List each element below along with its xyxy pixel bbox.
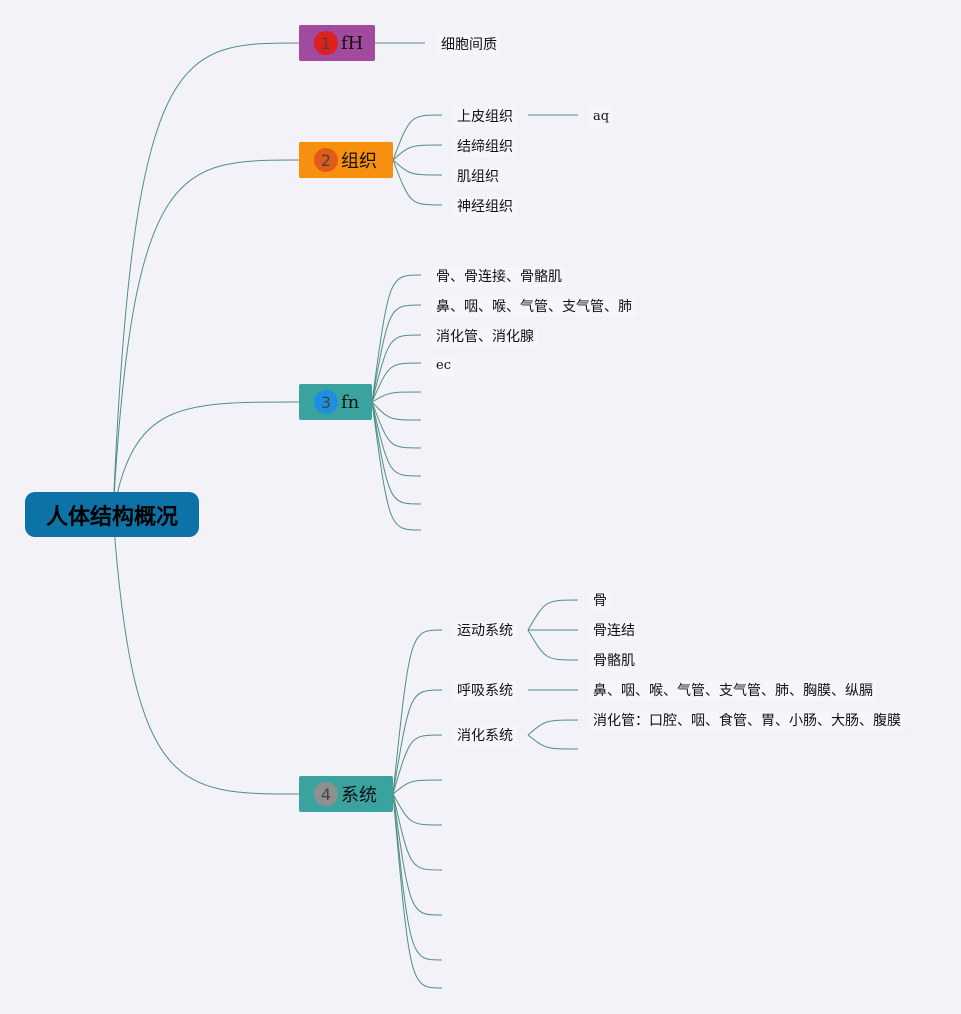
topic-b2-0-0[interactable]: aq [589, 107, 614, 127]
connector-b4-7 [392, 793, 443, 961]
connector-b4-6 [392, 793, 443, 916]
connector-b2-3 [392, 159, 443, 206]
root-node-label: 人体结构概况 [45, 504, 178, 530]
priority-3-icon: 3 [314, 390, 338, 414]
connector-root-b1 [112, 42, 300, 515]
connector-root-b3 [112, 401, 300, 515]
priority-2-icon: 2 [314, 148, 338, 172]
connector-b4-5 [392, 793, 443, 871]
connector-b4-0-0 [527, 599, 579, 631]
topic-b4-1-0[interactable]: 鼻、咽、喉、气管、支气管、肺、胸膜、纵膈 [589, 681, 877, 701]
priority-1-icon: 1 [314, 31, 338, 55]
connector-b4-2-1 [527, 734, 579, 750]
connector-root-b2 [112, 159, 300, 515]
connector-root-b4 [112, 513, 300, 795]
connector-b3-8 [371, 401, 422, 505]
topic-b4-2[interactable]: 消化系统 [453, 726, 517, 746]
connector-b3-1 [371, 304, 422, 403]
topic-b4-0-1[interactable]: 骨连结 [589, 621, 639, 641]
branch-node-1[interactable]: 1 fH [299, 25, 375, 61]
connector-b3-7 [371, 401, 422, 477]
topic-b4-0-0[interactable]: 骨 [589, 591, 611, 611]
connector-b4-3 [392, 779, 443, 795]
topic-b3-3[interactable]: ec [432, 356, 455, 376]
topic-b2-0[interactable]: 上皮组织 [453, 107, 517, 127]
topic-b3-2[interactable]: 消化管、消化腺 [432, 327, 538, 347]
connector-b2-0 [392, 114, 443, 161]
topic-b2-2[interactable]: 肌组织 [453, 167, 503, 187]
topic-b4-0[interactable]: 运动系统 [453, 621, 517, 641]
topic-b3-1[interactable]: 鼻、咽、喉、气管、支气管、肺 [432, 297, 636, 317]
branch-node-4-label: 系统 [341, 785, 377, 806]
topic-b2-3[interactable]: 神经组织 [453, 197, 517, 217]
connector-b4-0-2 [527, 629, 579, 661]
root-node[interactable]: 人体结构概况 [25, 492, 199, 537]
connector-b4-4 [392, 793, 443, 826]
topic-b1-0[interactable]: 细胞间质 [437, 35, 501, 55]
connector-b3-2 [371, 334, 422, 403]
connector-b4-1 [392, 689, 443, 795]
connector-b3-4 [371, 391, 422, 403]
topic-b4-2-0[interactable]: 消化管：口腔、咽、食管、胃、小肠、大肠、腹膜 [589, 711, 905, 731]
connector-b4-8 [392, 793, 443, 989]
connector-b3-6 [371, 401, 422, 449]
connector-b3-3 [371, 362, 422, 403]
connector-b4-2 [392, 734, 443, 795]
branch-node-2-label: 组织 [341, 151, 377, 172]
connector-b3-9 [371, 401, 422, 531]
topic-b4-1[interactable]: 呼吸系统 [453, 681, 517, 701]
topic-b3-0[interactable]: 骨、骨连接、骨骼肌 [432, 267, 566, 287]
connector-b2-1 [392, 144, 443, 161]
topic-b2-1[interactable]: 结缔组织 [453, 137, 517, 157]
branch-node-2[interactable]: 2 组织 [299, 142, 393, 178]
branch-node-3[interactable]: 3 fn [299, 384, 372, 420]
branch-node-3-label: fn [341, 391, 360, 413]
connector-b3-0 [371, 274, 422, 403]
connector-b3-5 [371, 401, 422, 421]
topic-b4-0-2[interactable]: 骨骼肌 [589, 651, 639, 671]
connector-b2-2 [392, 159, 443, 176]
branch-node-1-label: fH [341, 32, 364, 54]
connector-b4-2-0 [527, 719, 579, 736]
connector-b4-0 [392, 629, 443, 795]
priority-4-icon: 4 [314, 782, 338, 806]
branch-node-4[interactable]: 4 系统 [299, 776, 393, 812]
